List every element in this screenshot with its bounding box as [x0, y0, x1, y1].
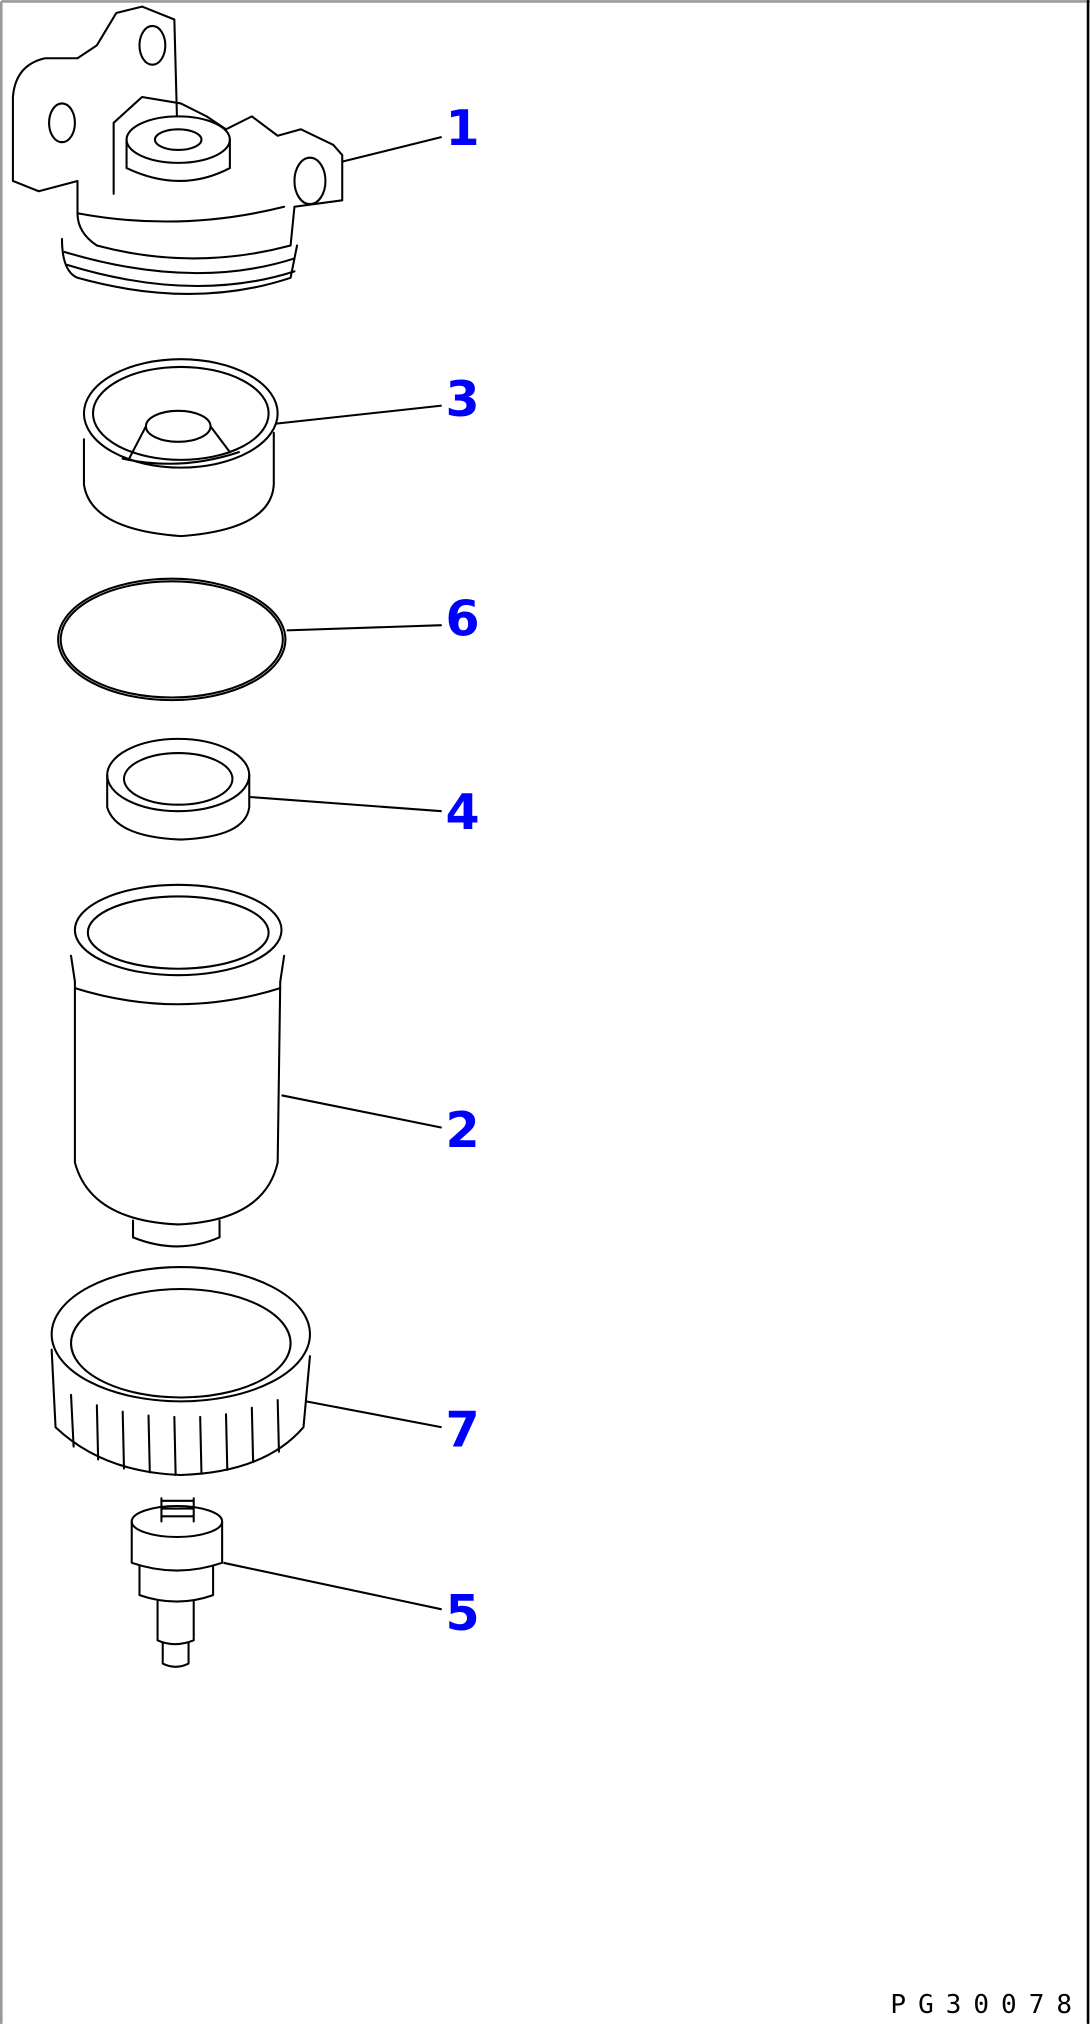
part-7-retaining-nut — [50, 1266, 311, 1477]
part-1-filter-head — [11, 5, 344, 295]
drawing-code: PG30078 — [890, 1990, 1084, 2020]
leader-line-7 — [305, 1400, 442, 1429]
callout-5: 5 — [446, 1584, 480, 1642]
leader-line-2 — [281, 1094, 442, 1129]
callout-1: 1 — [446, 99, 480, 157]
leader-line-3 — [274, 404, 442, 425]
callout-7: 7 — [446, 1401, 480, 1459]
part-6-o-ring — [57, 577, 287, 702]
leader-line-6 — [286, 624, 442, 632]
callout-2: 2 — [446, 1101, 480, 1159]
part-4-ring — [106, 737, 251, 841]
callout-4: 4 — [446, 783, 480, 841]
leader-line-4 — [249, 795, 442, 813]
callout-3: 3 — [446, 370, 480, 428]
part-2-filter-element — [69, 883, 286, 1248]
part-3-cup — [82, 358, 279, 538]
leader-line-5 — [223, 1561, 442, 1611]
leader-line-1 — [341, 136, 442, 163]
part-5-drain-plug — [130, 1497, 224, 1668]
callout-6: 6 — [446, 590, 480, 648]
